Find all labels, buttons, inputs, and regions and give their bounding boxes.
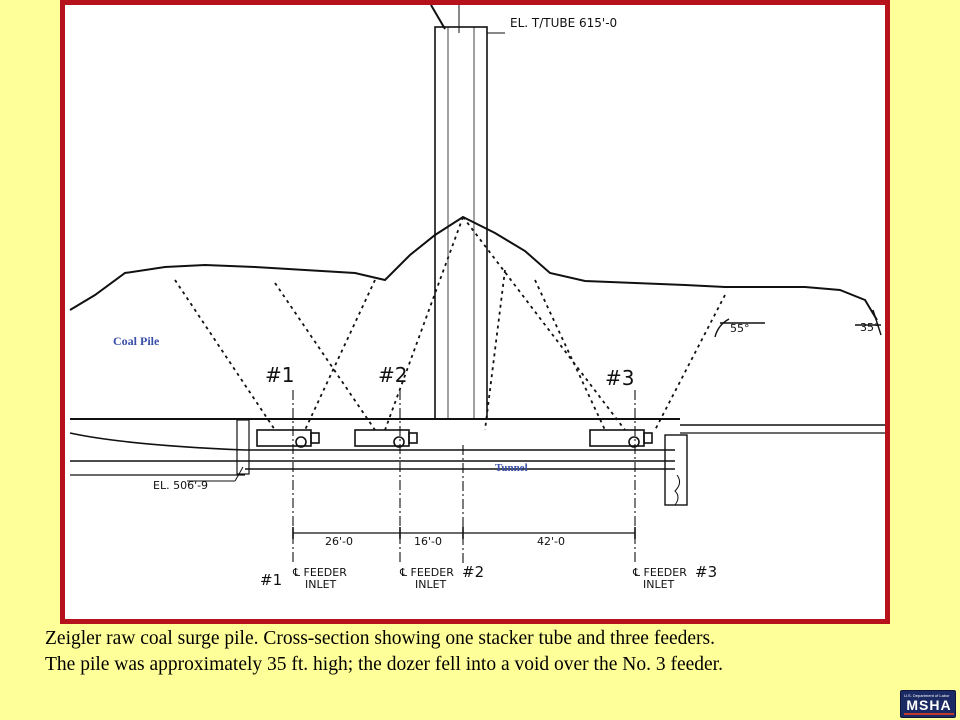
feeder-inlet-3-number: #3 (695, 563, 717, 581)
angle-55-label: 55° (730, 322, 750, 335)
logo-stripe (904, 713, 954, 715)
feeder-inlet-1-line2: INLET (305, 578, 337, 591)
diagram-frame: EL. T/TUBE 615'-0 EL. 506'-9 55° 35° #1 … (60, 0, 890, 624)
coal-pile-outline (69, 215, 878, 321)
feeder-3 (589, 429, 653, 448)
cross-section-drawing: EL. T/TUBE 615'-0 EL. 506'-9 55° 35° #1 … (69, 5, 885, 591)
feeder-inlet-3-line1: ℄ FEEDER (632, 566, 687, 579)
feeder-mark-3: #3 (605, 366, 634, 390)
elevation-top-label: EL. T/TUBE 615'-0 (510, 16, 617, 30)
feeder-mark-2: #2 (378, 363, 407, 387)
logo-msha-text: MSHA (906, 697, 952, 713)
feeder-1 (256, 429, 320, 448)
logo-department-text: U.S. Department of Labor (904, 693, 950, 698)
elevation-bottom-label: EL. 506'-9 (153, 479, 208, 492)
dimension-3: 42'-0 (537, 535, 565, 548)
dimension-1: 26'-0 (325, 535, 353, 548)
feeder-mark-1: #1 (265, 363, 294, 387)
feeder-inlet-2-number: #2 (462, 563, 484, 581)
feeder-inlet-3-line2: INLET (643, 578, 675, 591)
feeder-inlet-1-number: #1 (260, 571, 282, 589)
caption-line-1: Zeigler raw coal surge pile. Cross-secti… (45, 628, 715, 649)
stacker-tube (434, 26, 488, 420)
coal-pile-label: Coal Pile (113, 334, 160, 348)
draw-down-cones (174, 216, 726, 431)
figure-caption: Zeigler raw coal surge pile. Cross-secti… (45, 626, 945, 678)
angle-35-label: 35° (860, 321, 880, 334)
tunnel-label: Tunnel (495, 462, 528, 474)
msha-logo: U.S. Department of Labor MSHA (900, 690, 956, 718)
feeder-inlet-2-line2: INLET (415, 578, 447, 591)
feeder-inlet-2-line1: ℄ FEEDER (399, 566, 454, 579)
dimension-2: 16'-0 (414, 535, 442, 548)
caption-line-2: The pile was approximately 35 ft. high; … (45, 654, 723, 675)
tunnel-roof (69, 432, 675, 451)
feeder-2 (354, 429, 418, 448)
feeder-inlet-1-line1: ℄ FEEDER (292, 566, 347, 579)
